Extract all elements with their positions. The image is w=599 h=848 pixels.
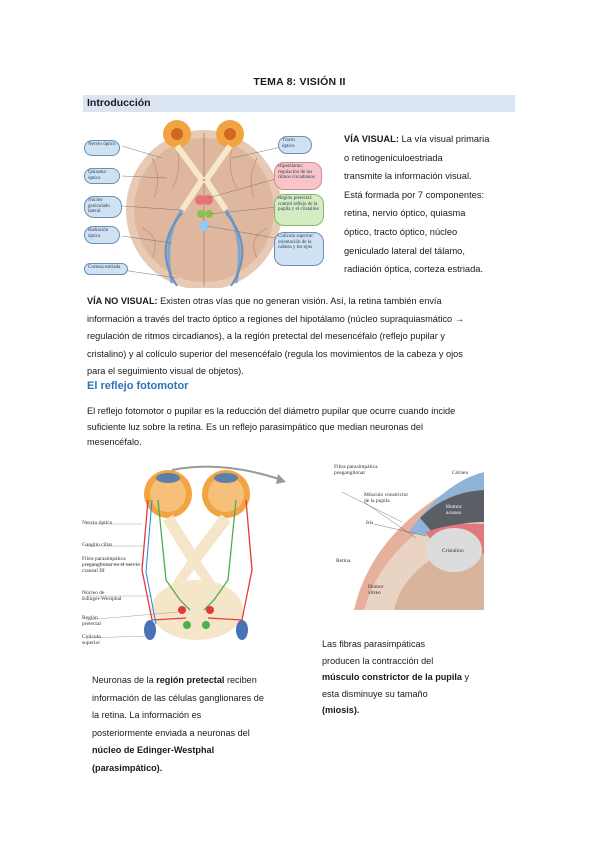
section-heading-introduccion: Introducción xyxy=(83,95,515,112)
reflejo-fotomotor-heading: El reflejo fotomotor xyxy=(87,380,189,392)
label-hipotalamo: Hipotálamo: regulación de los ritmos cir… xyxy=(274,162,322,190)
label-fibra-posganglionar: Fibra parasimpática posganglionar xyxy=(334,464,378,476)
label-coliculo-superior-2: Colículo superior xyxy=(82,634,101,646)
via-visual-line: La vía visual primaria xyxy=(398,134,490,144)
eye-cross-section-figure: Fibra parasimpática posganglionar Múscul… xyxy=(334,462,484,610)
label-nucleo-geniculado: Núcleo geniculado lateral xyxy=(84,196,122,218)
label-retina: Retina xyxy=(336,558,351,564)
label-ganglio-ciliar: Ganglio ciliar xyxy=(82,542,113,548)
reflejo-line: El reflejo fotomotor o pupilar es la red… xyxy=(87,406,456,416)
label-humor-vitreo: Humor vítreo xyxy=(368,584,384,596)
caption-fibras-parasimpaticas: Las fibras parasimpáticas producen la co… xyxy=(322,639,470,716)
label-corteza-estriada: Corteza estriada xyxy=(84,263,128,275)
via-no-visual-label: VÍA NO VISUAL: xyxy=(87,296,158,306)
label-region-pretectal-2: Región pretectal xyxy=(82,615,101,627)
via-visual-line: o retinogeniculoestriada xyxy=(344,152,443,163)
label-iris: Iris xyxy=(366,520,374,526)
via-no-visual-line: regulación de ritmos circadianos), a la … xyxy=(87,331,445,341)
page-title: TEMA 8: VISIÓN II xyxy=(253,76,346,88)
label-nervio-optico-2: Nervio óptico xyxy=(82,520,113,526)
label-tracto-optico: Tracto óptico xyxy=(278,136,312,154)
label-musculo-constrictor: Músculo constrictor de la pupila xyxy=(364,492,409,504)
label-quiasma-optico: Quiasma óptico xyxy=(84,168,120,184)
via-visual-line: Está formada por 7 componentes: xyxy=(344,189,485,200)
label-radiacion-optica: Radiación óptica xyxy=(84,226,120,244)
caption-region-pretectal: Neuronas de la región pretectal reciben … xyxy=(92,675,264,773)
section-heading-label: Introducción xyxy=(87,97,151,109)
label-nucleo-edinger-westphal: Núcleo de Edinger-Westphal xyxy=(82,590,122,602)
label-fibra-parasimpatica-preganglionar: Fibra parasimpática preganglionar en el … xyxy=(82,556,140,574)
label-humor-acuoso: Humor acuoso xyxy=(446,504,462,516)
brain-visual-pathway-figure: Nervio óptico Quiasma óptico Núcleo geni… xyxy=(82,118,326,290)
label-coliculo-superior: Colículo superior: orientación de la cab… xyxy=(274,232,324,266)
reflejo-paragraph: El reflejo fotomotor o pupilar es la red… xyxy=(87,404,517,451)
label-region-pretectal: Región pretectal: control reflejo de la … xyxy=(274,194,324,226)
via-visual-line: geniculado lateral del tálamo, xyxy=(344,245,465,256)
via-no-visual-line: cristalino) y al colículo superior del m… xyxy=(87,348,463,359)
via-no-visual-line: información a través del tracto óptico a… xyxy=(87,313,464,324)
eye-section-illustration xyxy=(334,462,484,610)
via-visual-paragraph: VÍA VISUAL: La vía visual primaria o ret… xyxy=(344,130,519,279)
reflejo-line: suficiente luz sobre la retina. Es un re… xyxy=(87,421,424,432)
label-cristalino: Cristalino xyxy=(442,548,464,554)
via-visual-line: radiación óptica, corteza estriada. xyxy=(344,264,484,275)
via-no-visual-line: para el seguimiento visual de objetos). xyxy=(87,366,244,376)
reflex-pathway-illustration xyxy=(85,465,286,640)
label-cornea: Córnea xyxy=(452,470,468,476)
pupillary-reflex-pathway-figure: Nervio óptico Ganglio ciliar Fibra paras… xyxy=(82,460,294,650)
via-visual-line: retina, nervio óptico, quiasma xyxy=(344,208,466,219)
via-visual-line: transmite la información visual. xyxy=(344,171,472,182)
via-visual-label: VÍA VISUAL: xyxy=(344,134,399,144)
reflejo-line: mesencéfalo. xyxy=(87,437,142,447)
via-no-visual-line: Existen otras vías que no generan visión… xyxy=(157,296,442,306)
via-visual-line: óptico, tracto óptico, núcleo xyxy=(344,226,458,237)
via-no-visual-paragraph: VÍA NO VISUAL: Existen otras vías que no… xyxy=(87,293,517,381)
label-nervio-optico: Nervio óptico xyxy=(84,140,120,156)
